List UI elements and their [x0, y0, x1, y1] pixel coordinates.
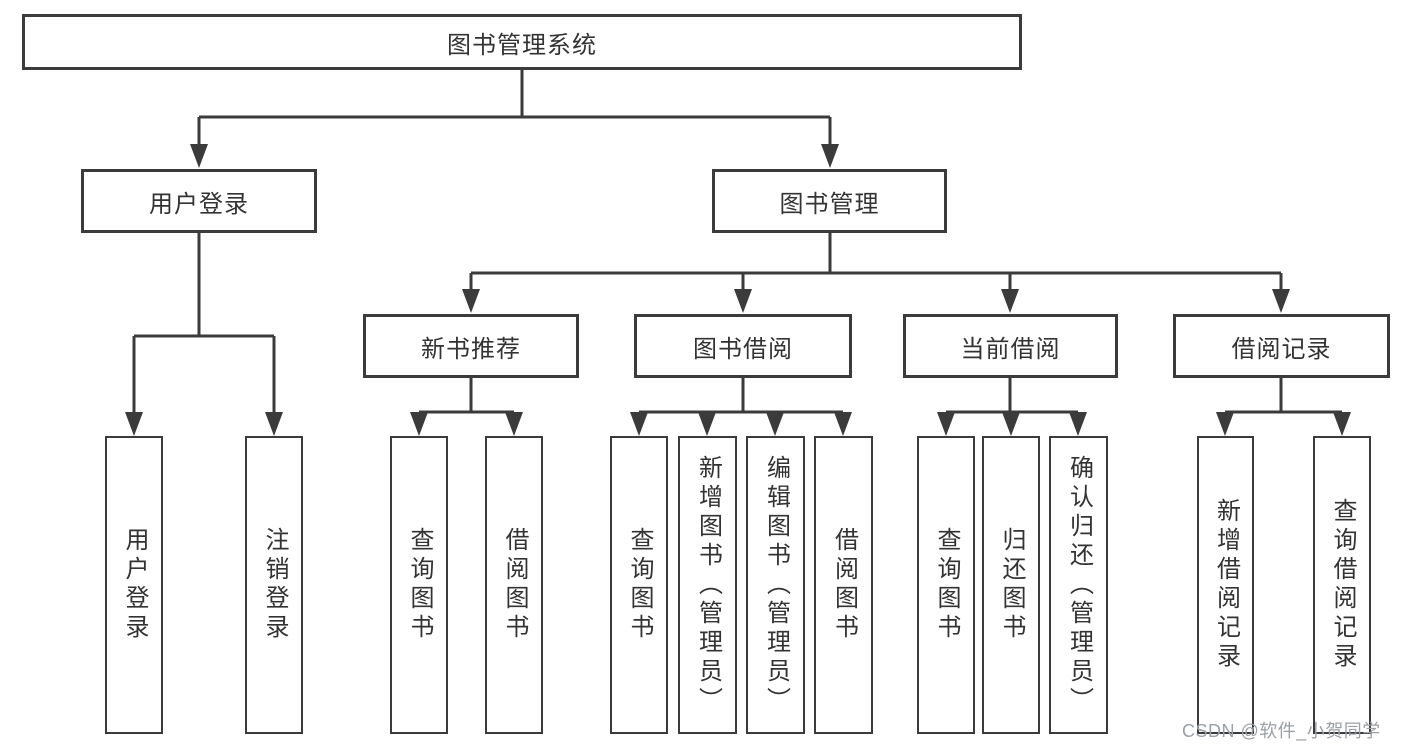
node-label: 查询图书 — [626, 527, 653, 643]
leaf-query-borrow-record: 查询借阅记录 — [1313, 436, 1371, 734]
node-label: 图书借阅 — [693, 335, 793, 363]
node-book-borrow: 图书借阅 — [634, 314, 852, 378]
leaf-return-book: 归还图书 — [982, 436, 1040, 734]
node-label: 确认归还（管理员） — [1065, 454, 1093, 716]
node-label: 新增图书（管理员） — [694, 454, 722, 716]
node-label: 借阅记录 — [1231, 335, 1332, 363]
leaf-query-books-current: 查询图书 — [917, 436, 975, 734]
leaf-confirm-return-admin: 确认归还（管理员） — [1049, 436, 1108, 734]
node-label: 用户登录 — [149, 190, 249, 218]
leaf-logout: 注销登录 — [245, 436, 303, 734]
node-book-management: 图书管理 — [712, 169, 947, 233]
node-label: 借阅图书 — [830, 527, 858, 643]
leaf-user-login: 用户登录 — [105, 436, 163, 734]
node-new-book-recommend: 新书推荐 — [363, 314, 579, 378]
node-label: 新书推荐 — [421, 335, 521, 363]
node-label: 注销登录 — [261, 527, 288, 643]
node-label: 图书管理 — [779, 190, 880, 218]
node-label: 查询图书 — [933, 527, 960, 643]
node-user-login: 用户登录 — [81, 169, 317, 233]
node-label: 借阅图书 — [501, 527, 528, 643]
node-label: 查询借阅记录 — [1329, 498, 1356, 672]
node-borrow-records: 借阅记录 — [1173, 314, 1390, 378]
leaf-borrow-books-recommend: 借阅图书 — [485, 436, 543, 734]
node-label: 归还图书 — [998, 527, 1025, 643]
node-root-library-management-system: 图书管理系统 — [22, 14, 1022, 70]
leaf-add-borrow-record: 新增借阅记录 — [1197, 436, 1254, 734]
node-label: 查询图书 — [406, 527, 433, 643]
leaf-query-books-borrow: 查询图书 — [610, 436, 668, 734]
leaf-edit-book-admin: 编辑图书（管理员） — [746, 436, 805, 734]
node-current-borrow: 当前借阅 — [903, 314, 1118, 378]
node-label: 当前借阅 — [960, 335, 1061, 363]
leaf-add-book-admin: 新增图书（管理员） — [678, 436, 737, 734]
csdn-watermark: CSDN @软件_小贺同学 — [1182, 721, 1381, 741]
node-label: 编辑图书（管理员） — [762, 454, 790, 716]
node-label: 图书管理系统 — [447, 31, 597, 59]
node-label: 新增借阅记录 — [1212, 498, 1240, 672]
node-label: 用户登录 — [121, 527, 148, 643]
leaf-borrow-books-borrow: 借阅图书 — [814, 436, 873, 734]
leaf-query-books-recommend: 查询图书 — [390, 436, 448, 734]
